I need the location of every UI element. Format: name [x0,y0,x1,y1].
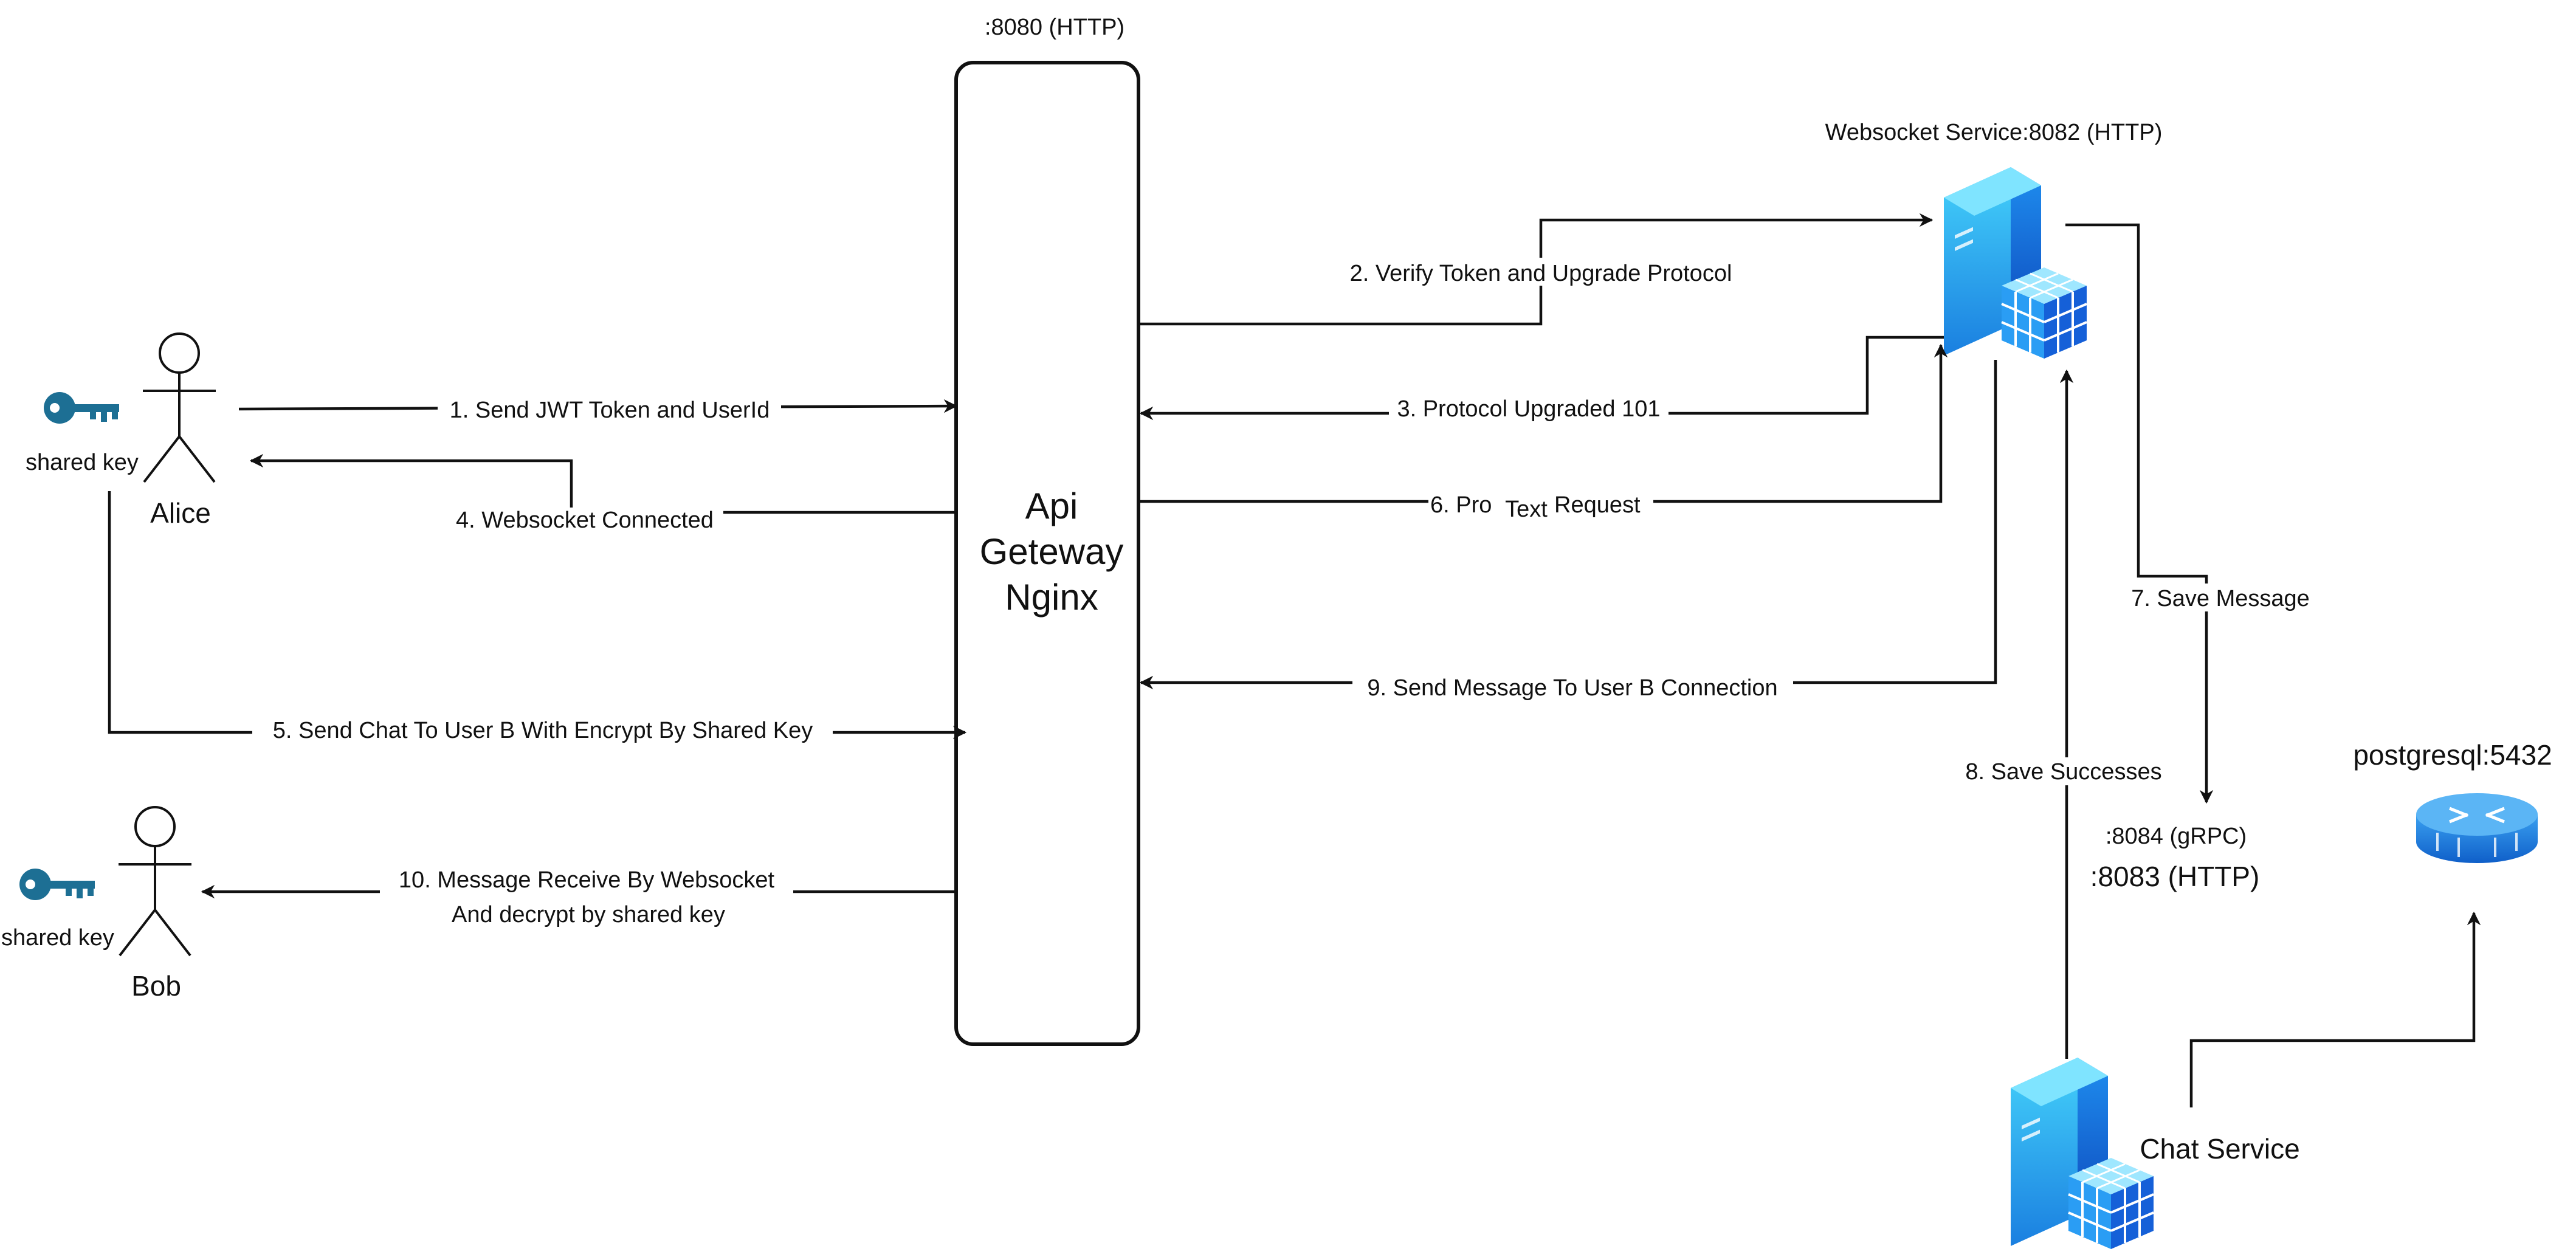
edge-2-label: 2. Verify Token and Upgrade Protocol [1350,261,1732,286]
edge-9: 9. Send Message To User B Connection [1139,360,1997,701]
alice-actor-icon [142,332,217,483]
bob-actor-icon [117,806,193,957]
edge-9-label: 9. Send Message To User B Connection [1367,675,1777,701]
edge-4-label: 4. Websocket Connected [456,508,714,533]
chat-service-http-port: :8083 (HTTP) [2090,861,2260,892]
chat-service-label: Chat Service [2140,1133,2299,1165]
alice-key: shared key [26,392,139,475]
edge-8-label: 8. Save Successes [1965,759,2161,785]
database: postgresql:5432 [2353,739,2552,863]
alice-name: Alice [150,497,211,529]
chat-service: Chat Service :8084 (gRPC) :8083 (HTTP) [2009,824,2300,1250]
server-icon [1943,166,2088,360]
edge-10-label-line-2: And decrypt by shared key [452,902,725,928]
edge-chat-to-database [2189,911,2481,1107]
edge-4: 4. Websocket Connected [249,453,956,535]
bob-key-label: shared key [1,925,114,951]
database-icon [2416,793,2538,863]
chat-service-grpc-port: :8084 (gRPC) [2106,824,2247,849]
edge-3-label: 3. Protocol Upgraded 101 [1397,396,1660,422]
bob-actor: Bob [117,806,193,1002]
key-icon [19,869,95,900]
bob-key: shared key [1,869,114,951]
edge-2: 2. Verify Token and Upgrade Protocol [1140,213,1934,326]
edge-1-label: 1. Send JWT Token and UserId [450,398,770,423]
alice-key-label: shared key [26,450,139,475]
gateway-port-label: :8080 (HTTP) [985,15,1124,40]
websocket-service-label: Websocket Service:8082 (HTTP) [1825,120,2163,145]
edge-10: 10. Message Receive By Websocket And dec… [201,866,956,928]
edge-10-label-line-1: 10. Message Receive By Websocket [399,867,775,893]
gateway-label-line-1: Api [1025,486,1078,526]
websocket-service: Websocket Service:8082 (HTTP) [1825,120,2163,360]
edge-6-label: 6. Pro [1430,492,1492,518]
edge-6-label-overlay: Text [1505,497,1548,522]
gateway-label-line-2: Geteway [980,531,1124,572]
gateway-label-line-3: Nginx [1005,577,1098,618]
edge-3: 3. Protocol Upgraded 101 [1139,336,1944,422]
gateway-box [954,61,1140,1046]
edge-7-label: 7. Save Message [2131,586,2310,611]
edge-7: 7. Save Message [2065,223,2322,804]
bob-name: Bob [131,970,181,1002]
edge-8: 8. Save Successes [1954,369,2188,1059]
edge-6: 6. Pro Text Request [1140,343,1948,522]
api-gateway: :8080 (HTTP) Api Geteway Nginx [954,15,1140,1046]
key-icon [44,392,119,424]
edge-5-label: 5. Send Chat To User B With Encrypt By S… [273,718,813,743]
alice-actor: Alice [142,332,217,529]
edge-1: 1. Send JWT Token and UserId [238,394,958,423]
edge-6-label-suffix: Request [1554,492,1641,518]
database-label: postgresql:5432 [2353,739,2552,771]
edge-5: 5. Send Chat To User B With Encrypt By S… [108,491,967,745]
server-icon [2009,1056,2155,1250]
